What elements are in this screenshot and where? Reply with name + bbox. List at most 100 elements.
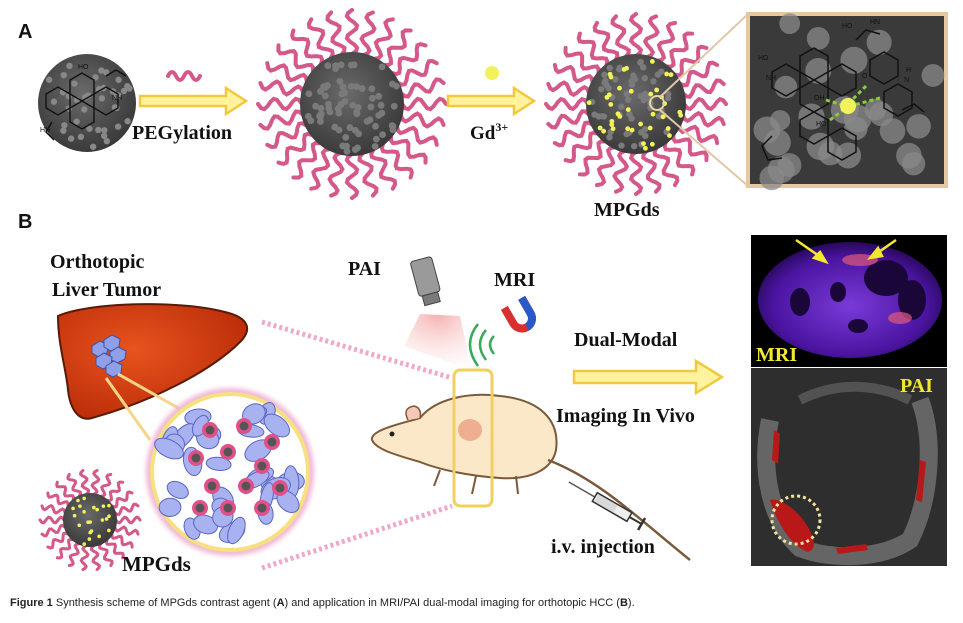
gd-dot [601,128,607,134]
peg-chain [612,148,630,194]
gd-dot [107,528,111,533]
core-dot [637,58,644,66]
peg-chain [78,469,91,496]
core-dot [66,62,73,70]
core-dot [325,104,333,112]
core-dot [618,142,625,149]
core-dot [61,122,68,129]
inset-dot [902,152,926,176]
liver-illustration [56,303,249,420]
peg-chain [652,145,680,188]
imaging-region-box [452,368,494,508]
core-dot [338,90,346,98]
cell-nanoparticle-core [191,453,201,463]
core-dot [354,104,362,111]
gd-dot [629,127,635,133]
inset-label-hn: HN [870,19,880,26]
peg-chain [682,96,728,112]
core-dot [354,144,361,152]
gd-dot [72,513,77,518]
peg-chain [398,111,446,129]
core-dot [343,147,351,155]
peg-chain [592,20,620,63]
gd-label-charge: 3+ [495,120,508,134]
peg-chain [46,491,70,508]
gd-dot [649,141,655,147]
inset-dot [774,75,798,99]
core-dot [639,64,647,71]
inset-label-o: O [862,73,868,80]
peg-chain [680,78,726,99]
gd-dot [638,121,644,127]
inset-dot [906,114,931,139]
caption-text-3: ). [627,597,635,609]
peg-chain [66,473,83,498]
cell-nanoparticle-core [205,425,215,435]
core-dot [612,76,619,83]
gd-dot [604,94,610,100]
liver-tumor-label: Liver Tumor [52,279,161,301]
core-dot [98,95,106,102]
core-dot [77,133,85,141]
core-dot [353,83,360,91]
inset-dot [806,26,830,50]
inset-dot [759,165,785,191]
peg-chain [642,14,660,60]
peg-chain [388,133,428,165]
core-dot [358,85,366,92]
core-dot [317,104,325,112]
panel-label-b: B [18,211,32,233]
core-dot [324,62,332,70]
injection-label: i.v. injection [551,536,655,558]
syringe-icon [568,481,647,531]
core-dot [624,96,632,104]
magnet-icon [500,295,536,333]
core-dot [650,78,657,85]
peg-chain [680,110,726,128]
caption-figure-number: Figure 1 [10,597,53,609]
gd-dot [607,71,613,77]
inset-label-h: H [906,67,911,74]
peg-chain [344,8,360,56]
inset-dot [879,118,906,144]
core-dot [317,110,325,118]
core-dot [101,127,108,134]
pai-laser-icon [404,256,472,370]
gd-label-base: Gd [470,123,496,144]
core-dot [312,102,320,110]
gd-dot [107,514,111,519]
pegylated-nanoparticle [256,8,448,200]
cell-nanoparticle-core [223,447,233,457]
core-dot [623,90,630,98]
core-dot [86,125,93,132]
peg-chain [663,31,695,69]
core-dot [377,101,385,109]
core-dot [332,62,340,70]
core-dot [389,80,396,88]
tumor-cell [227,516,246,545]
figure: A B HO NH HN PEGylation Gd3+ [18,8,948,576]
gd-dot [621,67,627,72]
core-dot [320,83,328,91]
caption-ref-b: B [619,597,628,609]
gd-dot [678,112,684,118]
core-dot [67,135,75,142]
tumor-cell [166,480,189,499]
peg-chain [546,109,592,130]
mpgds-label: MPGds [594,199,660,221]
core-dot [630,142,638,150]
core-dot [92,74,99,81]
peg-chain [379,141,414,180]
core-dot [375,92,383,100]
core-dot [595,113,602,120]
peg-chain [371,17,395,61]
core-dot [616,66,623,73]
gd-dot [668,72,674,78]
gd-dot [641,141,646,146]
core-dot [638,129,645,136]
inset-dot [840,46,868,74]
core-dot [321,92,329,100]
peg-chain [40,524,67,538]
gd-dot [82,542,87,546]
orthotopic-label: Orthotopic [50,251,145,273]
